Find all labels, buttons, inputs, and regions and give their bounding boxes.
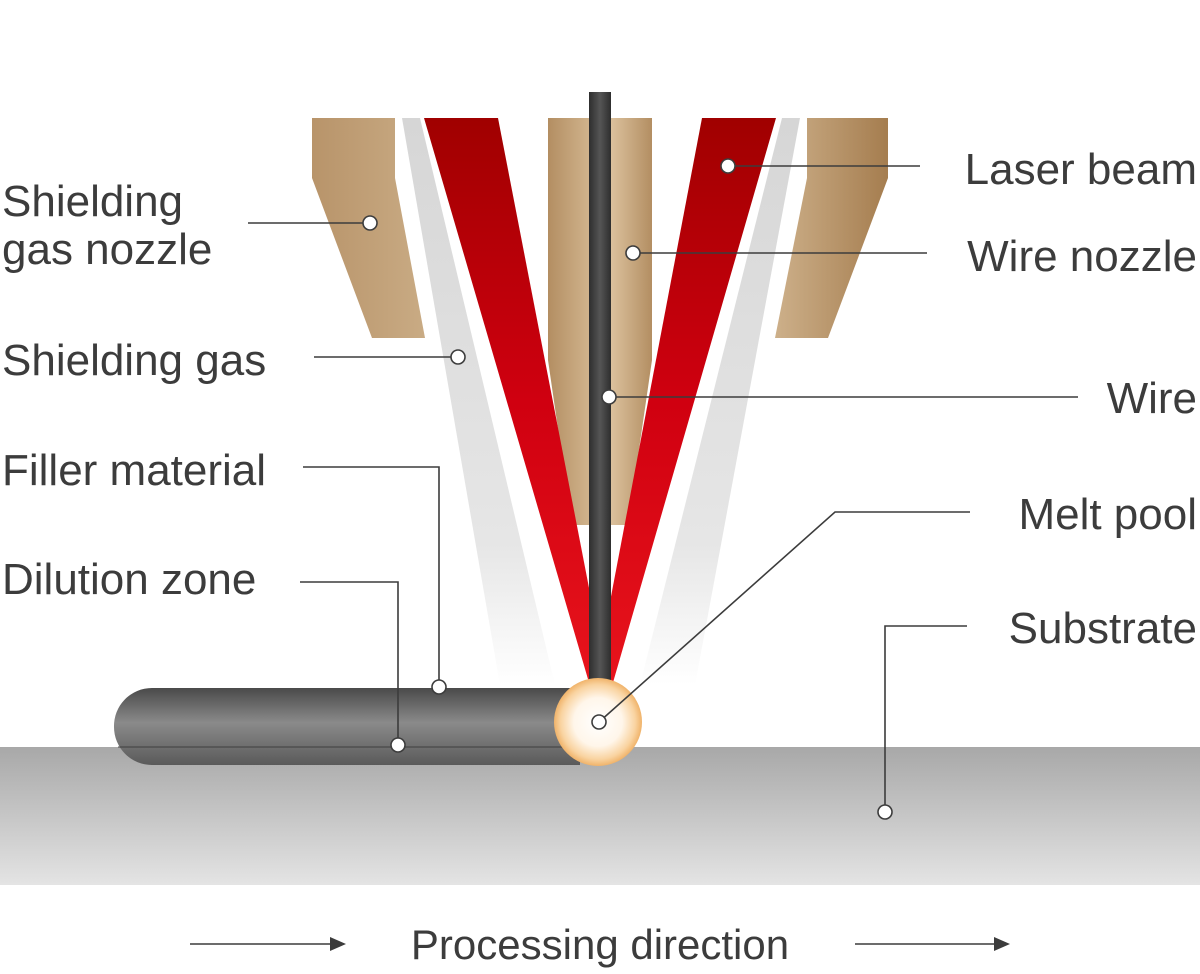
marker-substrate <box>877 804 893 820</box>
label-melt-pool: Melt pool <box>1018 490 1197 539</box>
wire <box>589 92 611 692</box>
label-wire: Wire <box>1107 374 1197 423</box>
marker-shielding-gas <box>450 349 466 365</box>
marker-laser-beam <box>720 158 736 174</box>
marker-shielding-gas-nozzle <box>362 215 378 231</box>
laser-beam-left <box>424 118 608 686</box>
label-dilution-zone: Dilution zone <box>2 555 256 604</box>
label-shielding-gas: Shielding gas <box>2 336 266 385</box>
label-substrate: Substrate <box>1009 604 1197 653</box>
label-filler-material: Filler material <box>2 446 266 495</box>
shielding-gas-nozzle-right <box>775 118 888 338</box>
marker-melt-pool <box>591 714 607 730</box>
leader-melt-pool <box>598 511 970 723</box>
shielding-gas-right <box>640 118 800 685</box>
shielding-gas-left <box>402 118 555 685</box>
label-shielding-gas-nozzle-line2: gas nozzle <box>2 225 212 274</box>
label-wire-nozzle: Wire nozzle <box>967 232 1197 281</box>
direction-arrow-right-head <box>994 937 1010 951</box>
leader-filler-material <box>303 466 440 687</box>
label-laser-beam: Laser beam <box>965 145 1197 194</box>
label-processing-direction: Processing direction <box>411 921 789 968</box>
direction-arrow-left-head <box>330 937 346 951</box>
marker-filler-material <box>431 679 447 695</box>
marker-dilution-zone <box>390 737 406 753</box>
leader-substrate <box>884 625 967 812</box>
marker-wire-nozzle <box>625 245 641 261</box>
leader-dilution-zone <box>300 581 399 745</box>
substrate-block <box>0 747 1200 885</box>
label-shielding-gas-nozzle-line1: Shielding <box>2 177 183 226</box>
filler-bead <box>113 688 580 765</box>
laser-beam-right <box>594 118 776 686</box>
marker-wire <box>601 389 617 405</box>
